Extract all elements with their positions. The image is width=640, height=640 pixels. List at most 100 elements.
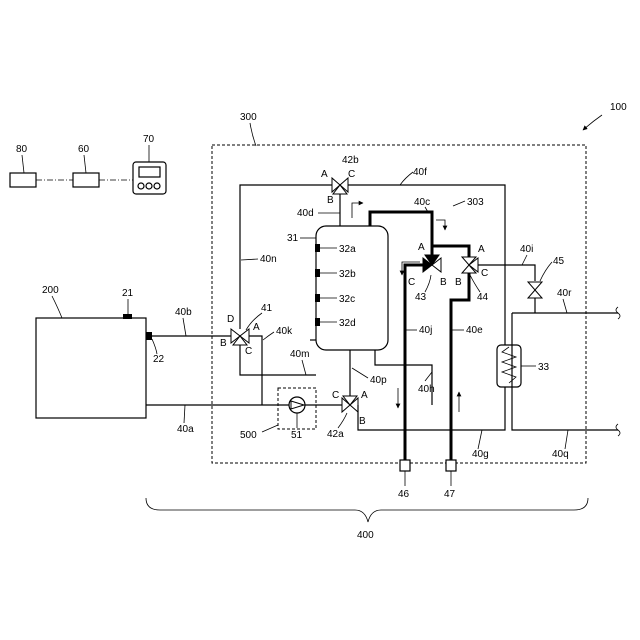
valve-45-top bbox=[528, 282, 542, 290]
tank-sensor-32c-label: 32c bbox=[339, 294, 355, 305]
device-80-leader bbox=[22, 155, 24, 173]
unit-leader bbox=[250, 123, 256, 146]
valve-41-port-B: B bbox=[220, 338, 227, 349]
circuit-label: 400 bbox=[357, 530, 374, 541]
pipe-40f-label: 40f bbox=[413, 167, 427, 178]
pipe-40b-leader bbox=[183, 318, 186, 336]
pipe-40h-leader bbox=[425, 372, 432, 381]
valve-43-port-C: C bbox=[408, 277, 415, 288]
valve-44-port-C: C bbox=[481, 268, 488, 279]
remote-button-2 bbox=[146, 183, 152, 189]
tank-sensor-32a-label: 32a bbox=[339, 244, 356, 255]
valve-41-label: 41 bbox=[261, 303, 273, 314]
valve-41-port-C: C bbox=[245, 346, 252, 357]
device-60-leader bbox=[84, 155, 86, 173]
valve-41-port-A: A bbox=[253, 322, 260, 333]
tank-label: 200 bbox=[42, 285, 59, 296]
ref-303-leader bbox=[453, 201, 465, 206]
valve-45-label: 45 bbox=[553, 256, 565, 267]
tank-sensor-32a bbox=[315, 244, 320, 252]
storage-tank-label: 31 bbox=[287, 233, 299, 244]
pipe-40e-label: 40e bbox=[466, 325, 483, 336]
pipe-40e bbox=[451, 273, 469, 460]
pipe-40p-leader bbox=[352, 368, 368, 378]
port-46-label: 46 bbox=[398, 489, 410, 500]
pipe-40d-label: 40d bbox=[297, 208, 314, 219]
pipe-40p-label: 40p bbox=[370, 375, 387, 386]
pipe-40r-label: 40r bbox=[557, 288, 572, 299]
pipe-40m-leader bbox=[302, 360, 306, 375]
valve-42a-leader bbox=[338, 413, 347, 428]
tank-sensor-32d bbox=[315, 318, 320, 326]
valve-45-bottom bbox=[528, 290, 542, 298]
tank-sensor-32d-label: 32d bbox=[339, 318, 356, 329]
valve-44-leader bbox=[470, 275, 480, 292]
tank-sensor-32c bbox=[315, 294, 320, 302]
system-leader-arrow bbox=[583, 115, 602, 130]
valve-43-label: 43 bbox=[415, 292, 427, 303]
valve-44-label: 44 bbox=[477, 292, 489, 303]
pipe-40i-leader bbox=[522, 255, 527, 265]
device-60-label: 60 bbox=[78, 144, 90, 155]
device-60 bbox=[73, 173, 99, 187]
ref-303-label: 303 bbox=[467, 197, 484, 208]
valve-42b-label: 42b bbox=[342, 155, 359, 166]
pipe-40q-leader bbox=[565, 430, 568, 449]
valve-42a-label: 42a bbox=[327, 429, 344, 440]
tank-sensor-32b bbox=[315, 269, 320, 277]
valve-41-port-D: D bbox=[227, 314, 234, 325]
pipe-40r bbox=[512, 313, 618, 430]
sensor-22-label: 22 bbox=[153, 354, 165, 365]
remote-label: 70 bbox=[143, 134, 155, 145]
tank-sensor-32b-label: 32b bbox=[339, 269, 356, 280]
port-46 bbox=[400, 460, 410, 471]
pipe-40h-label: 40h bbox=[418, 384, 435, 395]
sensor-22-leader bbox=[152, 339, 157, 354]
valve-43-leader bbox=[425, 275, 431, 292]
heat-exchanger-33 bbox=[497, 345, 521, 387]
valve-42b-port-A: A bbox=[321, 169, 328, 180]
valve-43-port-B: B bbox=[440, 277, 447, 288]
pump-51-label: 51 bbox=[291, 430, 303, 441]
remote-screen bbox=[139, 167, 160, 177]
valve-42a-port-B: B bbox=[359, 416, 366, 427]
pipe-40b-label: 40b bbox=[175, 307, 192, 318]
pipe-40r-leader bbox=[563, 299, 567, 313]
valve-42a-port-C: C bbox=[332, 390, 339, 401]
flow-arrow-40c bbox=[436, 220, 445, 230]
valve-45-leader bbox=[540, 262, 552, 281]
pump-unit-label: 500 bbox=[240, 430, 257, 441]
pipe-40g-label: 40g bbox=[472, 449, 489, 460]
valve-42b-port-C: C bbox=[348, 169, 355, 180]
tank-outlet-arrow bbox=[352, 203, 363, 218]
sensor-21-label: 21 bbox=[122, 288, 134, 299]
valve-42a-port-A: A bbox=[361, 390, 368, 401]
pipe-40m-label: 40m bbox=[290, 349, 309, 360]
remote-button-1 bbox=[138, 183, 144, 189]
heat-exchanger-label: 33 bbox=[538, 362, 550, 373]
valve-42b-port-B: B bbox=[327, 195, 334, 206]
pipe-40a-leader bbox=[184, 405, 185, 423]
device-80-label: 80 bbox=[16, 144, 28, 155]
pipe-40n-leader bbox=[241, 259, 258, 260]
system-label: 100 bbox=[610, 102, 627, 113]
pipe-40k-label: 40k bbox=[276, 326, 293, 337]
tank-leader bbox=[52, 296, 62, 318]
pipe-40f-leader bbox=[400, 172, 413, 185]
valve-44-port-A: A bbox=[478, 244, 485, 255]
pipe-40k-leader bbox=[263, 332, 274, 340]
port-47-label: 47 bbox=[444, 489, 456, 500]
pipe-40j-label: 40j bbox=[419, 325, 432, 336]
valve-43-port-A: A bbox=[418, 242, 425, 253]
pipe-40i-label: 40i bbox=[520, 244, 533, 255]
valve-44-port-B: B bbox=[455, 277, 462, 288]
pump-unit-leader bbox=[262, 425, 278, 432]
sensor-21 bbox=[123, 314, 132, 319]
port-47 bbox=[446, 460, 456, 471]
pipe-40a-label: 40a bbox=[177, 424, 194, 435]
pipe-40g-leader bbox=[478, 430, 482, 449]
pipe-40n-label: 40n bbox=[260, 254, 277, 265]
pipe-40c-label: 40c bbox=[414, 197, 430, 208]
circuit-brace bbox=[146, 498, 588, 522]
